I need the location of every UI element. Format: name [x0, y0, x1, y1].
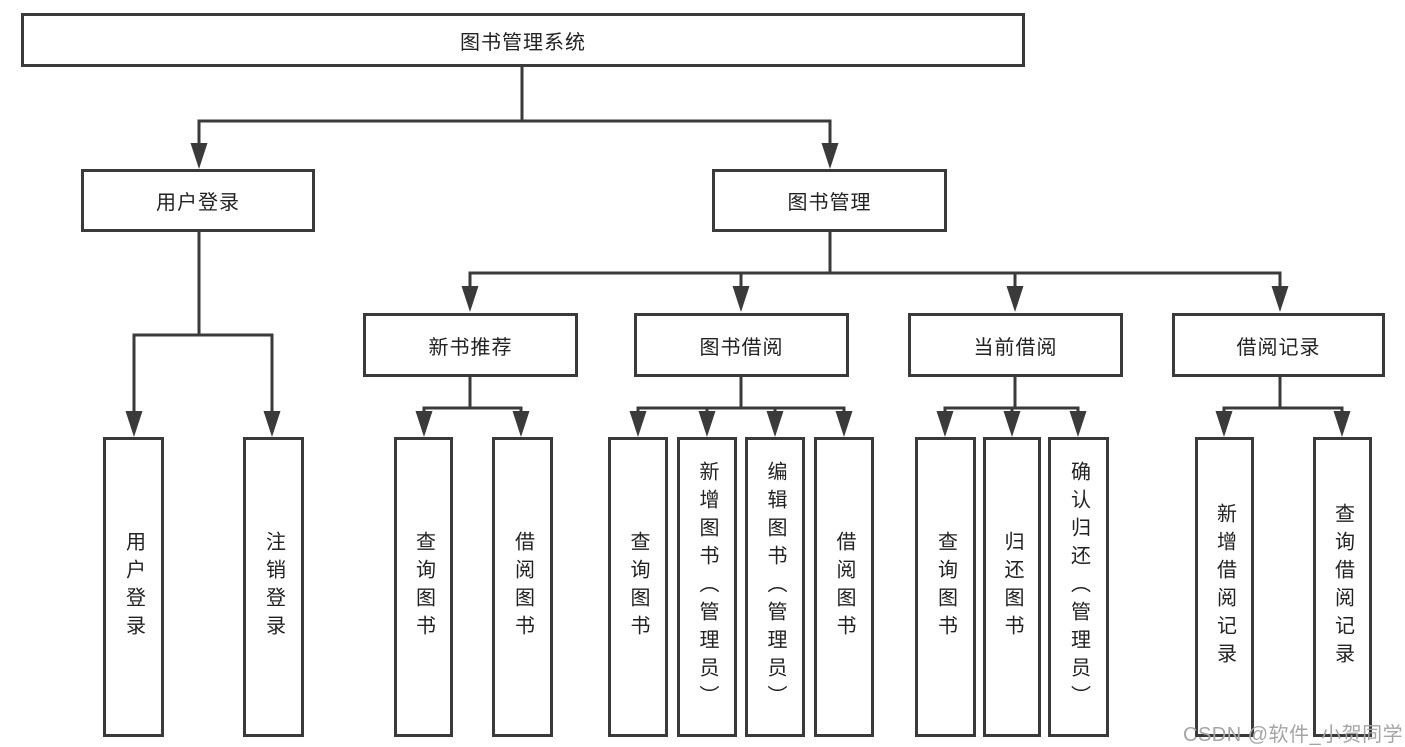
leaf-borrow-book: 借阅图书 [814, 437, 874, 737]
leaf-return-book: 归还图书 [983, 437, 1041, 737]
node-book-borrow: 图书借阅 [634, 313, 849, 377]
node-root: 图书管理系统 [21, 13, 1025, 67]
leaf-label: 新增图书（管理员） [696, 461, 718, 713]
leaf-query-book-borrow: 查询图书 [608, 437, 668, 737]
leaf-add-book-admin: 新增图书（管理员） [677, 437, 737, 737]
watermark: CSDN @软件_小贺同学 [1183, 724, 1404, 746]
leaf-add-borrow-record: 新增借阅记录 [1195, 437, 1254, 737]
leaf-query-book-recommend: 查询图书 [394, 437, 453, 737]
leaf-user-login: 用户登录 [103, 437, 164, 737]
leaf-query-borrow-record: 查询借阅记录 [1313, 437, 1372, 737]
leaf-confirm-return-admin: 确认归还（管理员） [1048, 437, 1109, 737]
arrowheads [125, 143, 1351, 437]
leaf-label: 查询图书 [934, 531, 957, 643]
leaf-label: 借阅图书 [511, 531, 534, 643]
node-current-borrow: 当前借阅 [908, 313, 1123, 377]
leaf-label: 查询图书 [412, 531, 435, 643]
leaf-edit-book-admin: 编辑图书（管理员） [745, 437, 805, 737]
leaf-logout: 注销登录 [243, 437, 304, 737]
leaf-borrow-book-recommend: 借阅图书 [492, 437, 553, 737]
leaf-label: 归还图书 [1001, 531, 1023, 643]
node-user-login: 用户登录 [81, 169, 315, 232]
node-book-management: 图书管理 [712, 169, 947, 232]
node-new-book-recommend: 新书推荐 [363, 313, 578, 377]
leaf-label: 查询借阅记录 [1331, 503, 1354, 671]
leaf-label: 编辑图书（管理员） [764, 461, 786, 713]
leaf-label: 借阅图书 [833, 531, 855, 643]
leaf-label: 查询图书 [627, 531, 649, 643]
node-borrow-records: 借阅记录 [1172, 313, 1385, 377]
leaf-label: 注销登录 [262, 531, 285, 643]
leaf-query-book-current: 查询图书 [915, 437, 976, 737]
leaf-label: 确认归还（管理员） [1067, 461, 1090, 713]
leaf-label: 新增借阅记录 [1213, 503, 1236, 671]
leaf-label: 用户登录 [122, 531, 145, 643]
